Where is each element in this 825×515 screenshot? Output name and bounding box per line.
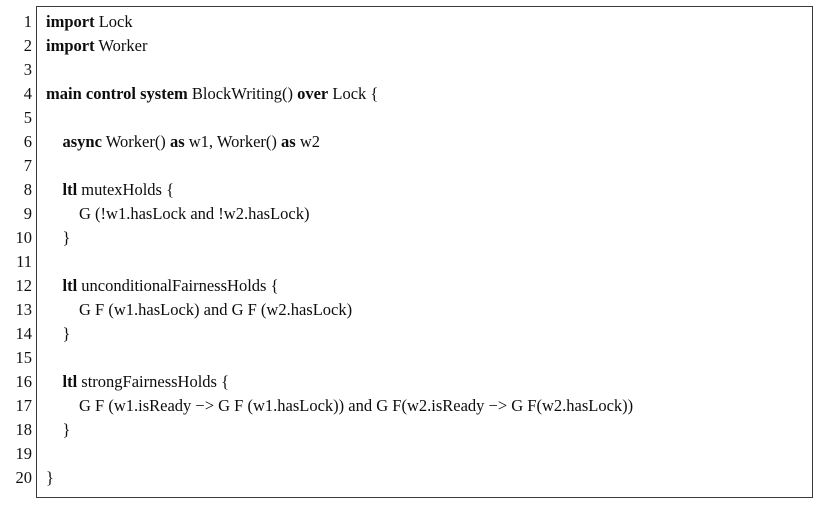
line-number: 14 <box>15 324 33 343</box>
line-number: 11 <box>16 252 32 271</box>
line-number: 12 <box>15 276 33 295</box>
code-line: ​ <box>46 106 816 130</box>
code-text: G F (w1.isReady −> G F (w1.hasLock)) and… <box>46 396 634 415</box>
code-text <box>46 276 63 295</box>
line-number: 2 <box>23 36 32 55</box>
code-text: } <box>46 324 71 343</box>
code-text: G (!w1.hasLock and !w2.hasLock) <box>46 204 310 223</box>
code-line: ​ <box>46 346 816 370</box>
code-line: ​ <box>46 442 816 466</box>
code-text: BlockWriting() <box>187 84 298 103</box>
line-number: 3 <box>23 60 32 79</box>
code-keyword: over <box>297 84 329 103</box>
code-line: G (!w1.hasLock and !w2.hasLock) <box>46 202 816 226</box>
code-keyword: async <box>62 132 102 151</box>
code-keyword: ltl <box>62 180 78 199</box>
code-line: G F (w1.hasLock) and G F (w2.hasLock) <box>46 298 816 322</box>
code-line: async Worker() as w1, Worker() as w2 <box>46 130 816 154</box>
line-number: 20 <box>15 468 33 487</box>
code-line: ​ <box>46 58 816 82</box>
code-text: G F (w1.hasLock) and G F (w2.hasLock) <box>46 300 353 319</box>
code-line: main control system BlockWriting() over … <box>46 82 816 106</box>
code-text: Lock { <box>328 84 379 103</box>
line-number: 13 <box>15 300 33 319</box>
code-line: ​ <box>46 154 816 178</box>
code-text: strongFairnessHolds { <box>77 372 230 391</box>
code-line: G F (w1.isReady −> G F (w1.hasLock)) and… <box>46 394 816 418</box>
code-line: ​ <box>46 250 816 274</box>
line-number: 1 <box>23 12 32 31</box>
code-line: } <box>46 322 816 346</box>
code-line: } <box>46 226 816 250</box>
code-keyword: main control system <box>46 84 188 103</box>
line-number: 4 <box>23 84 32 103</box>
code-text <box>46 372 63 391</box>
line-number: 5 <box>23 108 32 127</box>
code-line: ltl strongFairnessHolds { <box>46 370 816 394</box>
code-line: ltl mutexHolds { <box>46 178 816 202</box>
code-keyword: import <box>46 36 95 55</box>
line-number: 7 <box>23 156 32 175</box>
code-keyword: import <box>46 12 95 31</box>
code-line: ltl unconditionalFairnessHolds { <box>46 274 816 298</box>
code-text: unconditionalFairnessHolds { <box>77 276 279 295</box>
code-text <box>46 132 63 151</box>
line-number: 9 <box>23 204 32 223</box>
code-text: } <box>46 468 54 487</box>
code-text: Worker <box>94 36 148 55</box>
code-text: } <box>46 420 71 439</box>
line-number: 18 <box>15 420 33 439</box>
code-line: } <box>46 466 816 490</box>
line-number: 16 <box>15 372 33 391</box>
gutter-separator-rule <box>36 6 37 498</box>
code-text <box>46 180 63 199</box>
line-number: 19 <box>15 444 33 463</box>
line-number: 15 <box>15 348 33 367</box>
code-line: import Worker <box>46 34 816 58</box>
code-keyword: ltl <box>62 276 78 295</box>
code-text: Worker() <box>101 132 170 151</box>
code-text: w1, Worker() <box>184 132 282 151</box>
code-text: w2 <box>295 132 320 151</box>
line-number: 17 <box>15 396 33 415</box>
code-text: } <box>46 228 71 247</box>
line-number: 10 <box>15 228 33 247</box>
line-number: 6 <box>23 132 32 151</box>
code-text: Lock <box>94 12 133 31</box>
line-number: 8 <box>23 180 32 199</box>
code-keyword: as <box>169 132 185 151</box>
code-line: import Lock <box>46 10 816 34</box>
code-text: mutexHolds { <box>77 180 175 199</box>
code-keyword: as <box>281 132 296 151</box>
code-keyword: ltl <box>62 372 78 391</box>
code-line: } <box>46 418 816 442</box>
